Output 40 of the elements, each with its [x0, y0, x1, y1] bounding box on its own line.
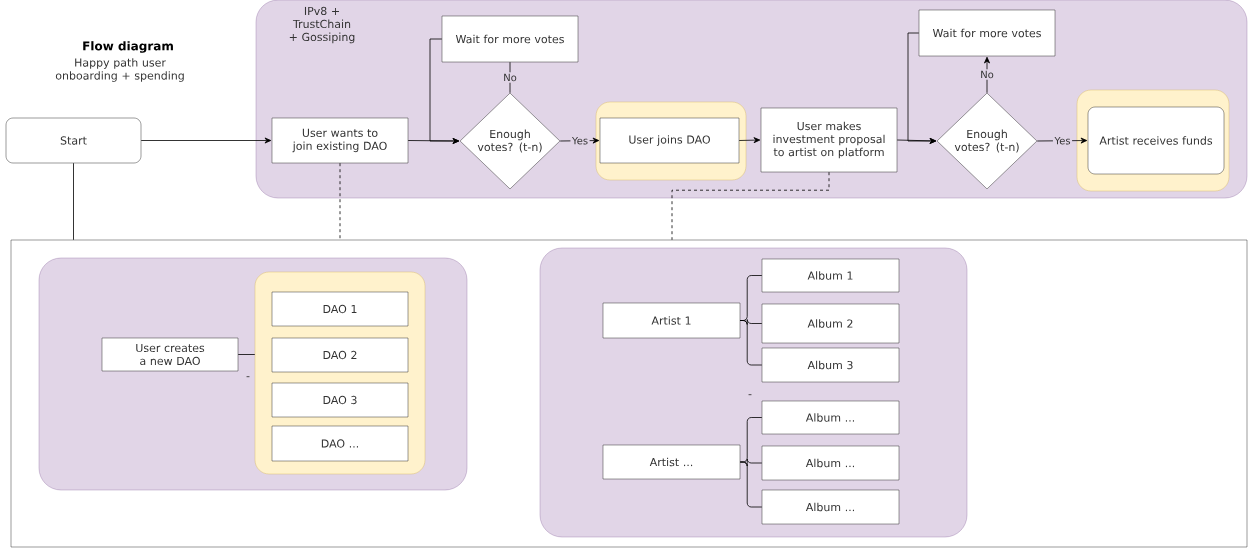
process-box: Album ... — [761, 400, 900, 435]
process-box: Wait for more votes — [918, 9, 1056, 57]
edge-label: No — [978, 69, 996, 80]
arrow — [738, 137, 761, 144]
connector — [339, 162, 341, 241]
process-box: Start — [5, 117, 142, 164]
edge-label: No — [501, 72, 519, 83]
process-box: DAO 3 — [271, 382, 409, 418]
arrow — [559, 137, 600, 144]
edge-label: Yes — [570, 135, 590, 146]
arrow — [1036, 137, 1088, 144]
process-box: DAO ... — [271, 425, 409, 462]
process-box: User makes investment proposal to artist on platform — [760, 107, 898, 173]
process-box: Album 3 — [761, 347, 900, 383]
process-box: Album 2 — [761, 303, 900, 344]
edge-label: Yes — [1052, 135, 1073, 146]
connector — [671, 171, 830, 241]
process-box: Album ... — [761, 445, 900, 481]
caption: Happy path user onboarding + spending — [55, 58, 184, 82]
arrow — [907, 32, 937, 144]
process-box: User wants to join existing DAO — [271, 117, 409, 164]
dash-mark: - — [748, 394, 752, 396]
process-box: Album ... — [761, 489, 900, 525]
arrow — [140, 137, 272, 144]
arrow — [984, 56, 990, 94]
arrow — [429, 38, 460, 144]
connector — [509, 61, 511, 94]
process-box: DAO 2 — [271, 337, 409, 373]
process-box: Artist ... — [602, 444, 741, 480]
dash-mark: - — [246, 376, 250, 378]
process-box: Artist receives funds — [1087, 106, 1225, 175]
process-box: User creates a new DAO — [101, 337, 239, 372]
process-box: DAO 1 — [271, 291, 409, 327]
process-box: User joins DAO — [599, 117, 740, 164]
process-box: Wait for more votes — [441, 15, 579, 63]
process-box: Album 1 — [761, 258, 900, 293]
connector — [237, 354, 256, 355]
title: Flow diagram — [83, 41, 173, 53]
process-box: Artist 1 — [602, 302, 741, 339]
connector — [73, 162, 74, 241]
